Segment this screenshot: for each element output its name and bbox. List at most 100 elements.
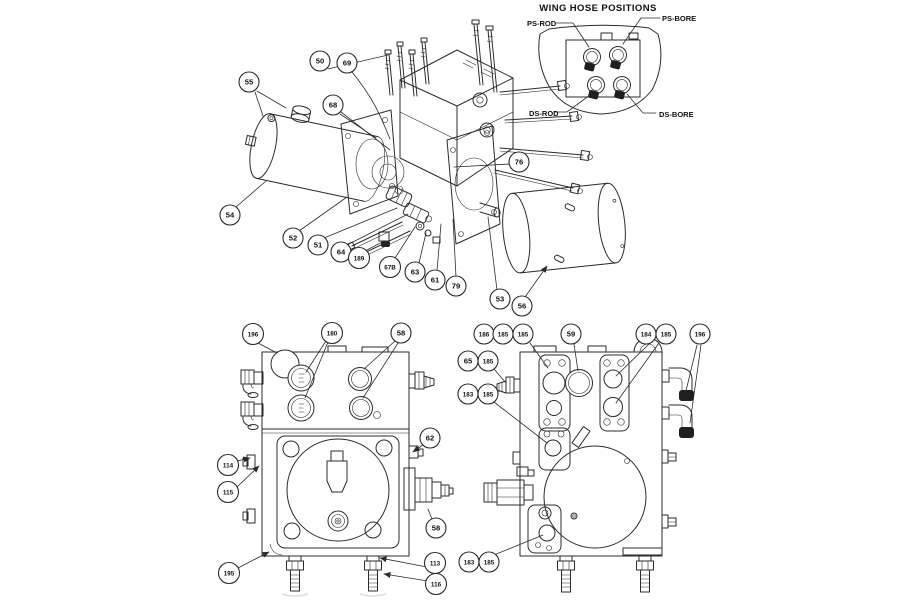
svg-text:76: 76 bbox=[515, 158, 523, 167]
tie-rod bbox=[504, 110, 582, 124]
svg-text:185: 185 bbox=[518, 331, 529, 338]
svg-text:62: 62 bbox=[426, 434, 434, 443]
callout-balloon: 54 bbox=[219, 204, 241, 226]
svg-text:63: 63 bbox=[411, 268, 419, 277]
base-stud bbox=[364, 555, 382, 592]
hose-elbow bbox=[661, 367, 694, 401]
callout-balloon: 114 bbox=[216, 453, 240, 477]
tie-rod bbox=[499, 147, 593, 162]
svg-text:50: 50 bbox=[316, 57, 324, 66]
svg-text:189: 189 bbox=[354, 255, 365, 262]
elbow-fitting bbox=[240, 401, 264, 430]
callout-balloon: 185 bbox=[655, 323, 677, 345]
port bbox=[348, 367, 372, 391]
callout-balloon: 51 bbox=[307, 234, 329, 256]
callout-balloon: 185 bbox=[492, 323, 514, 345]
svg-text:184: 184 bbox=[641, 331, 652, 338]
base-stud bbox=[557, 555, 575, 593]
callout-balloon: 56 bbox=[511, 295, 533, 317]
callout-balloon: 65 bbox=[457, 350, 479, 372]
svg-text:196: 196 bbox=[695, 331, 706, 338]
valve-plate bbox=[538, 427, 571, 471]
svg-text:52: 52 bbox=[289, 234, 297, 243]
side-port-stub bbox=[661, 449, 677, 464]
callout-balloon: 113 bbox=[423, 551, 447, 575]
leader-lines-side bbox=[493, 342, 702, 556]
svg-text:79: 79 bbox=[452, 282, 460, 291]
callout-balloon: 115 bbox=[216, 480, 240, 504]
stud bbox=[396, 41, 406, 89]
svg-text:51: 51 bbox=[314, 241, 323, 250]
valve-plate bbox=[538, 354, 571, 432]
callout-balloon: 67B bbox=[378, 255, 402, 279]
callout-balloon: 185 bbox=[477, 383, 499, 405]
callout-balloon: 180 bbox=[320, 321, 344, 345]
svg-text:58: 58 bbox=[397, 329, 405, 338]
leader-lines-exploded bbox=[235, 54, 548, 298]
port-plug bbox=[287, 394, 315, 422]
shaft-center bbox=[327, 510, 349, 532]
hose-fitting-ps-rod bbox=[583, 48, 601, 72]
svg-text:68: 68 bbox=[329, 101, 337, 110]
svg-text:185: 185 bbox=[483, 391, 494, 398]
svg-text:183: 183 bbox=[464, 559, 475, 566]
corner-foot bbox=[269, 543, 283, 556]
mount-tab bbox=[408, 445, 424, 459]
svg-text:195: 195 bbox=[224, 570, 235, 577]
stud bbox=[485, 25, 498, 93]
callout-balloon: 50 bbox=[309, 50, 331, 72]
callout-balloon: 183 bbox=[457, 383, 479, 405]
svg-text:65: 65 bbox=[464, 357, 473, 366]
valve-manifold-block bbox=[399, 49, 514, 187]
svg-text:185: 185 bbox=[483, 358, 494, 365]
callout-balloon: 185 bbox=[477, 350, 499, 372]
svg-text:186: 186 bbox=[479, 331, 490, 338]
svg-text:53: 53 bbox=[496, 295, 504, 304]
hose-fitting-ds-bore bbox=[613, 76, 631, 100]
hose-fitting-ds-rod bbox=[587, 76, 605, 100]
tank-port-fitting bbox=[244, 134, 257, 147]
filler-cap bbox=[290, 105, 312, 123]
unit-body bbox=[261, 351, 410, 557]
callout-balloon: 68 bbox=[322, 94, 344, 116]
port-59 bbox=[565, 369, 593, 397]
callout-balloon: 189 bbox=[347, 246, 371, 270]
svg-text:116: 116 bbox=[431, 581, 442, 588]
callout-balloon: 69 bbox=[336, 52, 358, 74]
svg-text:180: 180 bbox=[327, 330, 338, 337]
callout-balloon: 196 bbox=[689, 323, 711, 345]
svg-text:58: 58 bbox=[432, 524, 440, 533]
jic-fitting bbox=[408, 371, 435, 390]
valve-plate bbox=[527, 504, 562, 554]
stud bbox=[420, 37, 430, 85]
svg-text:113: 113 bbox=[430, 560, 441, 567]
svg-text:56: 56 bbox=[518, 302, 526, 311]
side-port-stub bbox=[242, 508, 256, 524]
svg-text:54: 54 bbox=[226, 211, 235, 220]
motor-canister bbox=[502, 182, 626, 274]
jic-fitting bbox=[496, 376, 521, 394]
side-port-stub bbox=[242, 454, 256, 470]
svg-text:185: 185 bbox=[661, 331, 672, 338]
svg-text:59: 59 bbox=[567, 330, 575, 339]
callout-balloon: 61 bbox=[424, 269, 446, 291]
callout-balloon: 195 bbox=[217, 561, 241, 585]
svg-text:64: 64 bbox=[337, 248, 346, 257]
svg-text:61: 61 bbox=[431, 276, 440, 285]
port-stub bbox=[479, 202, 501, 218]
wing-plate-outline bbox=[538, 24, 662, 115]
stud bbox=[471, 19, 484, 86]
stud bbox=[408, 49, 418, 97]
callout-balloon: 185 bbox=[512, 323, 534, 345]
wing-hose-diagram: WING HOSE POSITIONS PS-ROD PS-BORE DS-RO… bbox=[527, 3, 696, 119]
shaft-coupling bbox=[385, 185, 413, 208]
vent-plug bbox=[267, 114, 276, 123]
motor-mount-plate bbox=[446, 125, 501, 245]
callout-balloon: 63 bbox=[404, 261, 426, 283]
motor-face bbox=[543, 445, 647, 549]
callout-balloon: 79 bbox=[445, 275, 467, 297]
front-view: 196 180 58 62 114 115 58 195 113 116 bbox=[216, 321, 454, 597]
svg-text:185: 185 bbox=[484, 559, 495, 566]
callout-balloon: 196 bbox=[241, 322, 265, 346]
callout-balloon: 53 bbox=[489, 288, 511, 310]
